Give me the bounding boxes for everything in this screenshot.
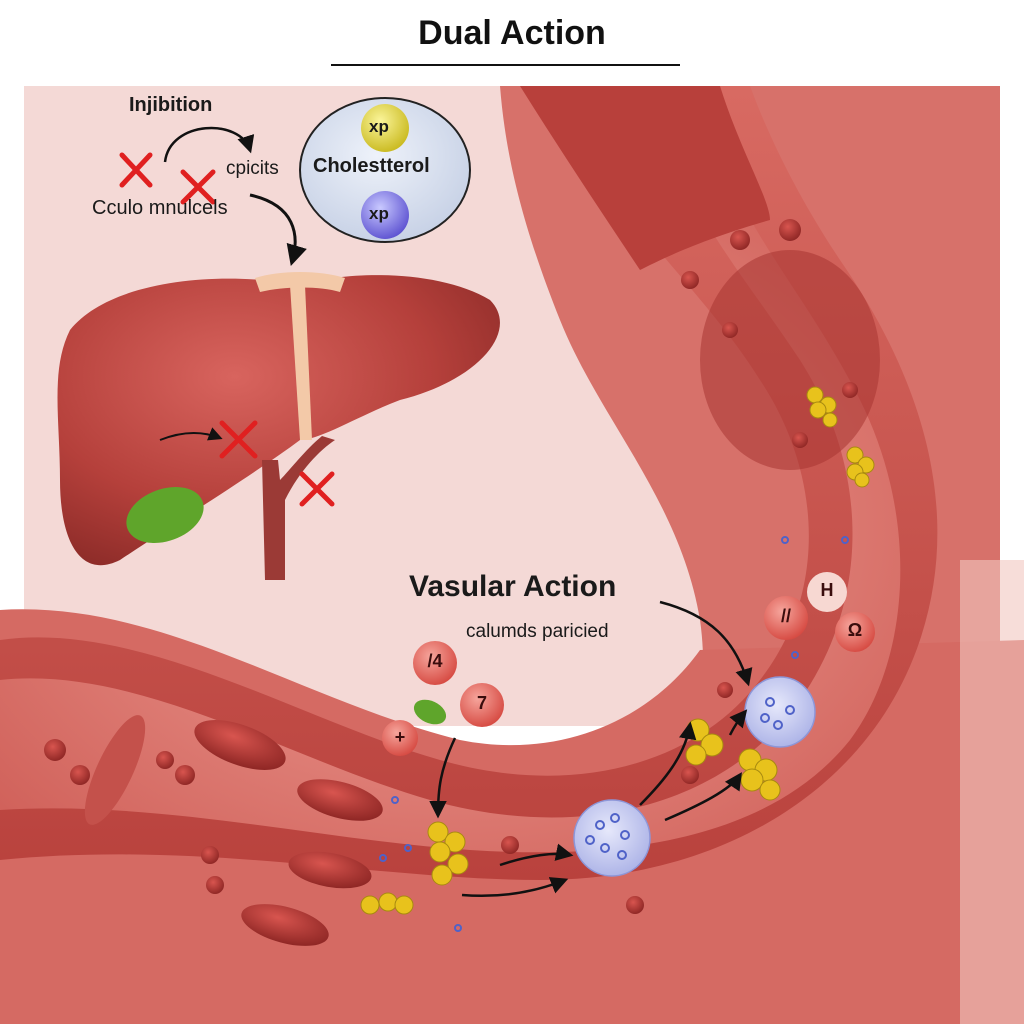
red-blood-cell — [730, 230, 750, 250]
badge-label: // — [766, 606, 806, 627]
red-blood-cell — [626, 896, 644, 914]
red-blood-cell — [156, 751, 174, 769]
badge-label: 7 — [462, 693, 502, 714]
red-blood-cell — [842, 382, 858, 398]
particles-label: calumds paricied — [466, 621, 609, 643]
red-blood-cell — [717, 682, 733, 698]
foam-cell-center — [574, 800, 650, 876]
vessel-opening — [700, 250, 880, 470]
cycle-label: cpicits — [226, 158, 279, 180]
vascular-heading: Vasular Action — [409, 570, 616, 604]
red-blood-cell — [206, 876, 224, 894]
red-blood-cell — [44, 739, 66, 761]
badge-label: H — [807, 580, 847, 601]
red-blood-cell — [779, 219, 801, 241]
page-title: Dual Action — [0, 14, 1024, 53]
plaque-cluster-bottom — [361, 893, 413, 914]
badge-label: Ω — [835, 620, 875, 641]
red-blood-cell — [175, 765, 195, 785]
right-fade — [960, 560, 1024, 1024]
red-blood-cell — [681, 766, 699, 784]
title-underline — [331, 64, 680, 66]
cholesterol-label: Cholestterol — [313, 155, 430, 178]
xp-label-top: xp — [369, 117, 389, 137]
foam-cell-right — [745, 677, 815, 747]
red-blood-cell — [722, 322, 738, 338]
badge-label: + — [380, 727, 420, 748]
red-blood-cell — [201, 846, 219, 864]
red-blood-cell — [70, 765, 90, 785]
badge-label: /4 — [415, 651, 455, 672]
red-blood-cell — [681, 271, 699, 289]
inhibition-label: Injibition — [129, 94, 212, 117]
xp-label-bottom: xp — [369, 204, 389, 224]
red-blood-cell — [501, 836, 519, 854]
micelles-label: Cculo mnulcels — [92, 197, 228, 220]
red-blood-cell — [792, 432, 808, 448]
